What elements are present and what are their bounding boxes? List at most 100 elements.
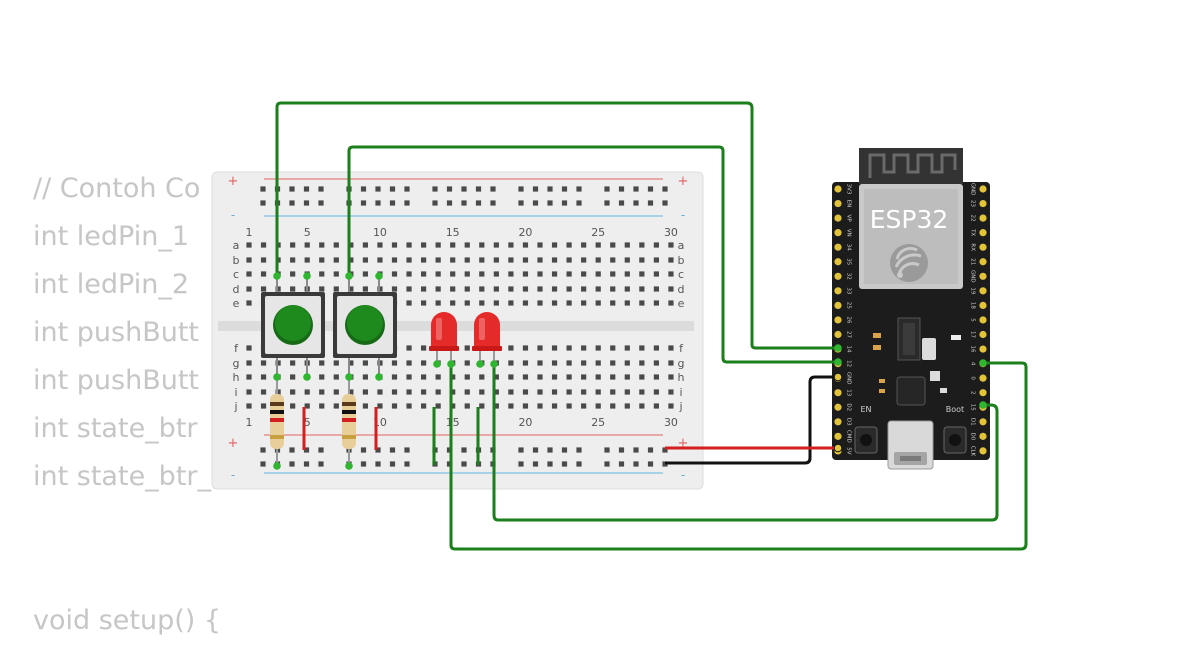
breadboard-hole (406, 257, 412, 263)
esp32-pin-label: 3V3 (846, 184, 852, 195)
esp32-pin[interactable] (979, 229, 987, 237)
row-letter: b (233, 254, 240, 267)
rail-hole (260, 461, 266, 467)
breadboard-hole (333, 374, 339, 380)
esp32-pin-label: GND (970, 183, 976, 196)
esp32-pin[interactable] (979, 301, 987, 309)
breadboard-hole (290, 360, 296, 366)
column-number: 30 (664, 416, 678, 429)
esp32-pin[interactable] (834, 330, 842, 339)
esp32-pin-label: 22 (970, 215, 976, 222)
esp32-pin[interactable] (979, 418, 987, 426)
esp32-pin-label: 35 (846, 258, 852, 265)
breadboard-hole (362, 403, 368, 409)
esp32-pin[interactable] (979, 214, 987, 222)
esp32-pin[interactable] (979, 185, 987, 193)
wire-button2-to-gpio12 (347, 145, 838, 364)
esp32-pin[interactable] (979, 374, 987, 382)
rail-hole (318, 200, 324, 206)
rail-hole (303, 186, 310, 192)
esp32-pin[interactable] (979, 243, 987, 251)
esp32-pin[interactable] (834, 214, 842, 222)
breadboard-hole (450, 389, 456, 395)
breadboard-hole (522, 300, 529, 306)
esp32-pin[interactable] (834, 418, 842, 426)
esp32-pin[interactable] (834, 272, 842, 280)
esp32-pin-label: 32 (846, 273, 852, 280)
esp32-pin[interactable] (979, 330, 987, 339)
esp32-pin[interactable] (979, 447, 987, 455)
breadboard-hole (551, 257, 558, 263)
breadboard-hole (319, 374, 325, 380)
esp32-pin[interactable] (979, 432, 987, 440)
breadboard-hole (610, 345, 616, 351)
esp32-pin[interactable] (834, 185, 842, 193)
breadboard-hole (348, 257, 354, 263)
esp32-pin-label: VN (846, 229, 852, 237)
breadboard-hole (610, 300, 616, 306)
breadboard-hole (653, 360, 659, 366)
breadboard-hole (508, 403, 514, 409)
rail-hole (518, 200, 524, 206)
breadboard-hole (319, 389, 325, 395)
breadboard-hole (406, 360, 412, 366)
rail-hole (389, 447, 396, 453)
esp32-pin[interactable] (979, 389, 987, 397)
esp32-pin[interactable] (834, 432, 842, 440)
breadboard-hole (581, 242, 587, 248)
rail-hole (518, 461, 524, 467)
esp32-pin[interactable] (979, 287, 987, 295)
breadboard-hole (421, 257, 427, 263)
breadboard-hole (551, 300, 558, 306)
esp32-pin[interactable] (834, 229, 842, 237)
esp32-pin[interactable] (834, 389, 842, 397)
breadboard-hole (668, 286, 674, 292)
breadboard-hole (246, 242, 252, 248)
esp32-pin[interactable] (979, 316, 987, 324)
esp32-pin[interactable] (834, 287, 842, 295)
breadboard-hole (246, 257, 252, 263)
led-1[interactable] (429, 312, 459, 364)
esp32-pin[interactable] (834, 199, 842, 208)
esp32-pin[interactable] (979, 199, 987, 208)
rail-hole (404, 200, 410, 206)
rail-hole (375, 461, 381, 467)
esp32-pin[interactable] (979, 345, 987, 353)
breadboard-hole (464, 403, 470, 409)
breadboard-hole (464, 286, 470, 292)
code-line: // Contoh Co (33, 173, 201, 204)
rail-hole (618, 200, 625, 206)
breadboard-hole (537, 242, 543, 248)
breadboard-hole (624, 242, 630, 248)
esp32-pin[interactable] (834, 301, 842, 309)
breadboard-hole (537, 389, 543, 395)
breadboard-hole (333, 271, 339, 277)
esp32-pin-label: 5 (970, 318, 976, 322)
esp32-pin-label: RX (970, 243, 976, 251)
esp32-pin[interactable] (834, 243, 842, 251)
esp32-pin[interactable] (834, 258, 842, 266)
breadboard-hole (508, 242, 514, 248)
breadboard-hole (319, 286, 325, 292)
esp32-pin-label: 34 (846, 244, 852, 251)
esp32-pin-label: 16 (970, 346, 976, 353)
breadboard-hole (508, 389, 514, 395)
rail-hole (404, 447, 410, 453)
resistor-1[interactable] (270, 377, 284, 466)
esp32-pin[interactable] (834, 403, 842, 411)
pushbutton-2[interactable] (333, 276, 397, 377)
esp32-pin[interactable] (979, 258, 987, 266)
breadboard-hole (260, 271, 267, 277)
esp32-board[interactable]: ESP32 EN Boot 3V3ENVPVN34353233252627141… (832, 148, 990, 470)
rail-hole (618, 461, 625, 467)
breadboard-hole (653, 345, 659, 351)
esp32-pin[interactable] (979, 272, 987, 280)
breadboard-hole (450, 403, 456, 409)
rail-hole (260, 186, 266, 192)
pushbutton-1[interactable] (261, 276, 325, 377)
breadboard-hole (450, 242, 456, 248)
esp32-pin[interactable] (834, 316, 842, 324)
resistor-2[interactable] (342, 377, 356, 466)
